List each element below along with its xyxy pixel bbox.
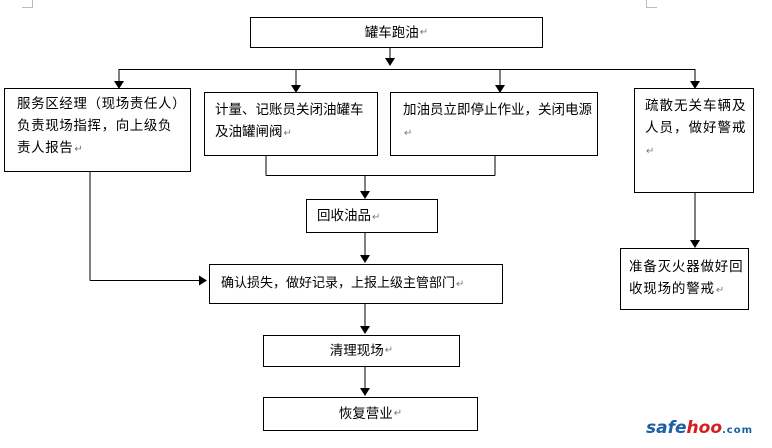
evacuate-box: 疏散无关车辆及人员，做好警戒 ↵ <box>634 88 754 193</box>
paragraph-mark: ↵ <box>404 128 413 139</box>
recover-text: 回收油品 <box>317 208 371 224</box>
fueler-text: 加油员立即停止作业，关闭电源 <box>403 102 592 118</box>
confirm-text: 确认损失，做好记录，上报上级主管部门 <box>221 276 456 291</box>
page-corner-mark-right <box>646 0 657 8</box>
paragraph-mark: ↵ <box>372 212 381 223</box>
watermark-domain: .com <box>722 425 754 436</box>
watermark-part1: safe <box>646 418 687 438</box>
watermark-part2: hoo <box>686 418 722 438</box>
fueler-box: 加油员立即停止作业，关闭电源 ↵ <box>390 92 598 156</box>
paragraph-mark: ↵ <box>646 146 656 157</box>
paragraph-mark: ↵ <box>715 285 725 296</box>
paragraph-mark: ↵ <box>393 408 403 419</box>
clean-text: 清理现场 <box>329 343 384 359</box>
paragraph-mark: ↵ <box>419 26 429 38</box>
watermark-logo: safehoo.com <box>646 418 753 438</box>
extinguisher-text: 准备灭火器做好回收现场的警戒 <box>629 259 744 297</box>
manager-box: 服务区经理（现场责任人）负责现场指挥，向上级负责人报告↵ <box>4 88 191 172</box>
title-text: 罐车跑油 <box>364 24 419 41</box>
page-corner-mark-left <box>22 0 33 8</box>
clean-box: 清理现场↵ <box>263 335 460 367</box>
recover-box: 回收油品↵ <box>306 199 438 233</box>
manager-text: 服务区经理（现场责任人）负责现场指挥，向上级负责人报告 <box>17 96 180 156</box>
evacuate-text: 疏散无关车辆及人员，做好警戒 <box>645 98 747 136</box>
title-box: 罐车跑油↵ <box>250 17 543 48</box>
resume-text: 恢复营业 <box>338 406 393 422</box>
paragraph-mark: ↵ <box>283 128 292 139</box>
resume-box: 恢复营业↵ <box>263 397 478 431</box>
paragraph-mark: ↵ <box>74 144 84 155</box>
paragraph-mark: ↵ <box>384 345 394 356</box>
extinguisher-box: 准备灭火器做好回收现场的警戒↵ <box>620 248 749 310</box>
confirm-box: 确认损失，做好记录，上报上级主管部门↵ <box>209 264 503 304</box>
paragraph-mark: ↵ <box>456 279 465 290</box>
meter-box: 计量、记账员关闭油罐车及油罐闸阀↵ <box>204 92 378 156</box>
meter-text: 计量、记账员关闭油罐车及油罐闸阀 <box>215 102 364 140</box>
